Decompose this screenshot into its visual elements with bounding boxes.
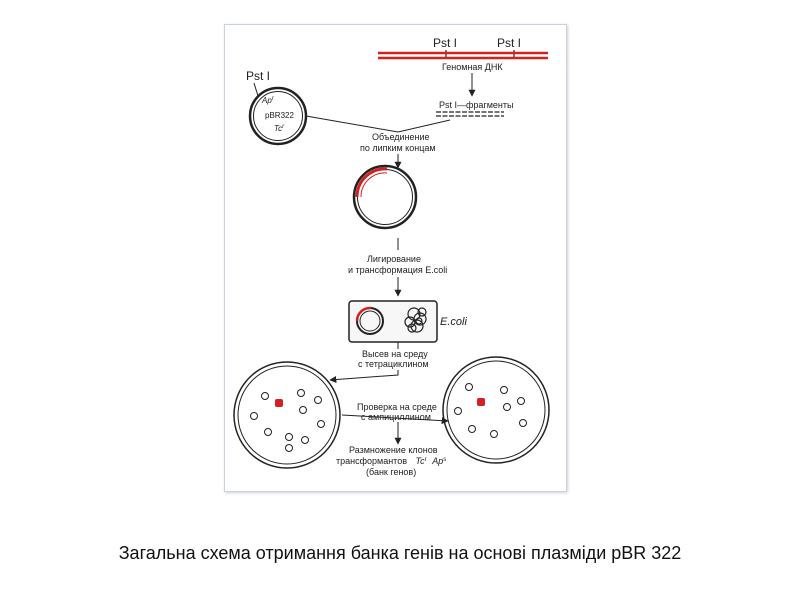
check-label-line1: Проверка на среде — [357, 402, 437, 412]
recombinant-insert-inner — [360, 172, 388, 198]
plate-rim-left — [233, 361, 341, 469]
pst1-plasmid-label: Pst I — [246, 69, 270, 83]
ampicillin-plate — [442, 356, 550, 464]
sowing-label-line2: с тетрациклином — [358, 359, 429, 369]
pst1-label-right: Pst I — [497, 36, 521, 50]
target-colony-right — [477, 398, 485, 406]
ecoli-label: E.coli — [440, 316, 467, 328]
colonies-right — [454, 383, 527, 438]
ligation-label-line2: и трансформация E.coli — [348, 265, 447, 275]
pst1-label-left: Pst I — [433, 36, 457, 50]
pst-fragments: Pst I—фрагменты — [436, 100, 513, 117]
chromosome-tangle — [404, 307, 427, 333]
multiplication-label-line3: (банк генов) — [366, 467, 416, 477]
plasmid-pst1-pointer — [253, 82, 259, 97]
plasmid-pbr322: Pst I Apr pBR322 Tcr — [246, 69, 308, 146]
tetracycline-plate — [233, 361, 341, 469]
plasmid-inner-ring — [253, 91, 303, 141]
join-line-plasmid — [305, 115, 399, 133]
target-colony-left — [275, 399, 283, 407]
tc-label: Tcr — [274, 124, 285, 133]
join-label-line2: по липким концам — [360, 143, 436, 153]
pbr322-label: pBR322 — [265, 111, 294, 120]
recombinant-outer-ring — [352, 164, 418, 230]
genomic-dna-label: Геномная ДНК — [442, 62, 503, 72]
arrow-sowing-to-plate — [329, 370, 399, 384]
ecoli-cell: E.coli — [348, 300, 467, 343]
colonies-left — [250, 389, 325, 452]
join-line-fragments — [397, 119, 451, 133]
recombinant-plasmid — [352, 164, 418, 230]
join-label-line1: Объединение — [372, 132, 430, 142]
ligation-label-line1: Лигирование — [367, 254, 421, 264]
plate-inner-right — [446, 360, 546, 460]
ap-label: Apr — [261, 96, 275, 105]
multiplication-label-line1: Размножение клонов — [349, 445, 438, 455]
slide-caption: Загальна схема отримання банка генів на … — [118, 543, 682, 563]
ecoli-cell-wall — [348, 300, 438, 343]
plate-inner-left — [237, 365, 337, 465]
genomic-dna: Pst I Pst I Геномная ДНК — [378, 36, 548, 72]
multiplication-label-line2: трансформантов Tcr Aps — [336, 453, 446, 466]
plate-rim-right — [442, 356, 550, 464]
cell-plasmid-insert — [355, 306, 372, 322]
sowing-label-line1: Высев на среду — [362, 349, 428, 359]
diagram-frame — [224, 24, 567, 492]
pst-fragments-label: Pst I—фрагменты — [439, 100, 513, 110]
cell-plasmid-inner — [359, 310, 381, 332]
check-label-line2: с ампициллином — [361, 412, 431, 422]
recombinant-insert — [355, 167, 388, 198]
arrow-check-to-right-plate — [341, 414, 449, 425]
